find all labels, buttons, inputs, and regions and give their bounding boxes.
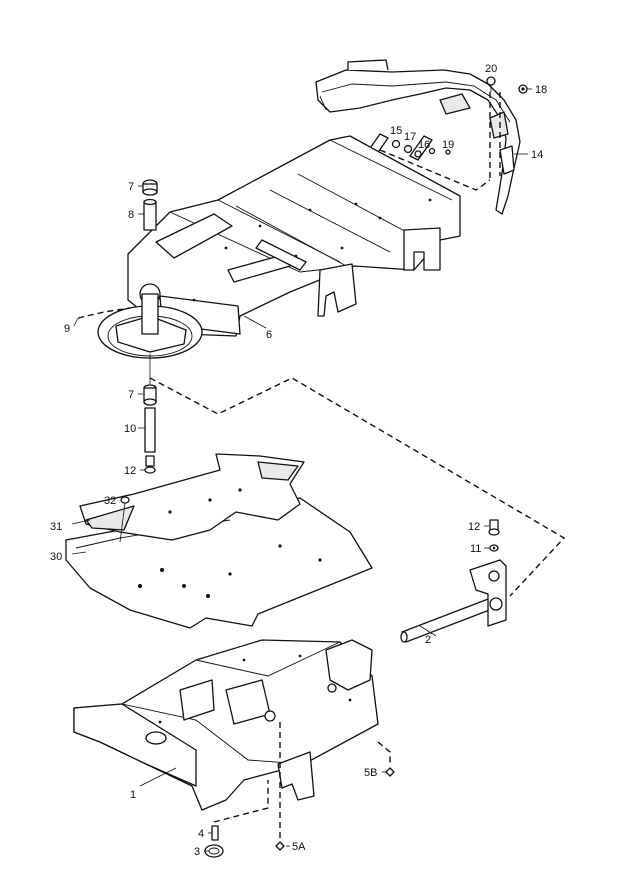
bumper-fastener-20 <box>486 76 496 92</box>
bushing-7-bottom <box>143 384 157 406</box>
callout-32: 32 <box>104 495 116 507</box>
callout-31: 31 <box>50 521 62 533</box>
callout-17: 17 <box>404 131 416 143</box>
assembly-dashline-pivot <box>149 377 566 597</box>
callout-5b: 5B <box>364 767 377 779</box>
washer-11 <box>489 544 499 552</box>
assembly-dashline-pin <box>213 780 269 823</box>
pin-9 <box>77 307 131 319</box>
callout-18: 18 <box>535 84 547 96</box>
axle-bracket <box>469 559 507 627</box>
pivot-disk <box>97 283 203 359</box>
spacer-8 <box>143 198 157 231</box>
screw-32 <box>119 496 130 543</box>
shaft-10 <box>144 407 156 453</box>
callout-15: 15 <box>390 125 402 137</box>
callout-9: 9 <box>64 323 70 335</box>
bushing-7-top <box>142 179 158 196</box>
callout-14: 14 <box>531 149 543 161</box>
rear-axle-2 <box>400 595 501 643</box>
callout-6: 6 <box>266 329 272 341</box>
nut-5a <box>275 722 285 851</box>
callout-16: 16 <box>418 139 430 151</box>
pin-4 <box>211 825 219 841</box>
rear-bumper <box>315 59 521 215</box>
callout-4: 4 <box>198 828 204 840</box>
callout-1: 1 <box>130 789 136 801</box>
callout-8: 8 <box>128 209 134 221</box>
callout-leaders <box>71 88 532 852</box>
callout-20: 20 <box>485 63 497 75</box>
callout-12-right: 12 <box>468 521 480 533</box>
callout-10: 10 <box>124 423 136 435</box>
callout-3: 3 <box>194 846 200 858</box>
callout-11: 11 <box>470 543 481 555</box>
callout-12-left: 12 <box>124 465 136 477</box>
nut-5b <box>377 741 395 777</box>
callout-7-top: 7 <box>128 181 134 193</box>
callout-7-bottom: 7 <box>128 389 134 401</box>
lower-frame <box>73 639 379 811</box>
clamp-3 <box>204 844 224 858</box>
callout-30: 30 <box>50 551 62 563</box>
bolt-12-right <box>488 519 500 536</box>
bolt-12-left <box>144 455 156 474</box>
bumper-fastener-18 <box>518 84 528 94</box>
upper-frame <box>127 135 461 337</box>
callout-5a: 5A <box>292 841 306 853</box>
callout-19: 19 <box>442 139 454 151</box>
callout-2: 2 <box>425 634 431 646</box>
